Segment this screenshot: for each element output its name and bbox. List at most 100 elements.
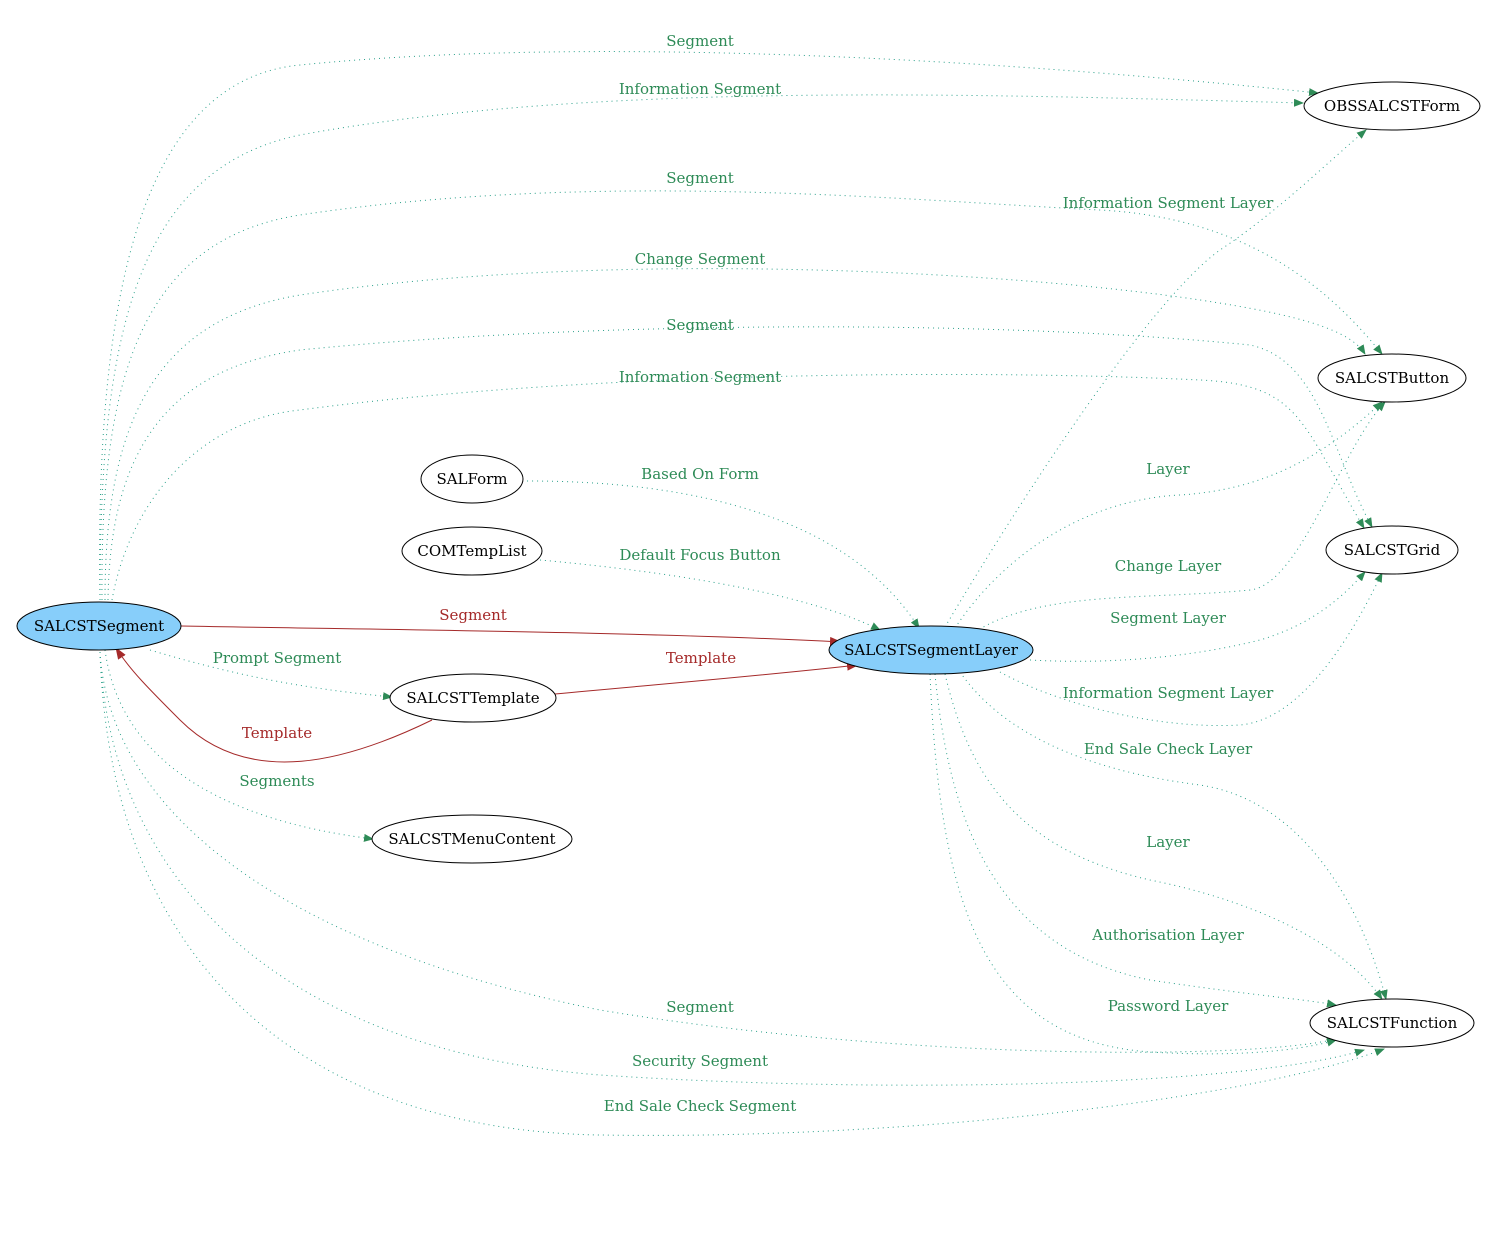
node-label: SALCSTMenuContent — [388, 830, 555, 848]
node-grid[interactable]: SALCSTGrid — [1325, 525, 1459, 575]
edge-label: Layer — [1146, 833, 1190, 851]
edge-segment-to-layer: Segment — [180, 606, 842, 646]
edge-line — [944, 673, 1383, 1000]
edge-segment-to-template: Prompt Segment — [149, 649, 393, 701]
node-label: COMTempList — [417, 542, 526, 560]
edge-label: Segments — [239, 772, 314, 790]
edge-line — [99, 651, 1337, 1053]
edge-template-to-layer: Template — [554, 649, 859, 695]
node-menu[interactable]: SALCSTMenuContent — [371, 814, 573, 864]
edge-layer-to-function: Password Layer — [929, 673, 1337, 1055]
edge-label: End Sale Check Segment — [604, 1097, 796, 1115]
edge-layer-to-function: Layer — [944, 673, 1383, 1000]
edge-layer-to-button: Change Layer — [974, 401, 1386, 633]
edge-layer-to-function: End Sale Check Layer — [959, 671, 1388, 1000]
edge-layer-to-button: Layer — [954, 401, 1383, 629]
edge-label: Segment — [666, 169, 734, 187]
node-ellipse[interactable] — [16, 601, 182, 651]
edge-line — [954, 401, 1383, 629]
edge-line — [101, 190, 1383, 601]
edge-label: Segment — [666, 998, 734, 1016]
edge-label: End Sale Check Layer — [1084, 740, 1253, 758]
edge-line — [999, 572, 1383, 727]
node-label: SALCSTTemplate — [406, 689, 539, 707]
edge-label: Information Segment — [619, 80, 781, 98]
edge-label: Segment Layer — [1110, 609, 1227, 627]
node-ellipse[interactable] — [1325, 525, 1459, 575]
node-ellipse[interactable] — [1303, 81, 1481, 131]
edge-label: Segment — [439, 606, 507, 624]
nodes-layer: SALCSTSegmentSALCSTSegmentLayerSALCSTTem… — [16, 81, 1481, 1048]
node-ellipse[interactable] — [389, 673, 557, 723]
node-ellipse[interactable] — [1317, 353, 1467, 403]
edge-segment-to-button: Segment — [101, 169, 1383, 601]
edge-label: Security Segment — [632, 1052, 768, 1070]
node-function[interactable]: SALCSTFunction — [1309, 998, 1475, 1048]
node-label: SALForm — [436, 470, 507, 488]
node-ellipse[interactable] — [828, 625, 1034, 675]
edge-template-to-segment: Template — [115, 647, 433, 763]
edge-line — [115, 647, 433, 763]
edge-layer-to-function: Authorisation Layer — [934, 673, 1337, 1008]
edge-label: Default Focus Button — [619, 546, 781, 564]
edge-segment-to-function: End Sale Check Segment — [99, 651, 1385, 1136]
edge-line — [180, 625, 842, 646]
edge-label: Template — [666, 649, 736, 667]
edge-line — [1029, 571, 1366, 662]
edge-label: Information Segment — [619, 368, 781, 386]
node-button[interactable]: SALCSTButton — [1317, 353, 1467, 403]
edge-layer-to-obsform: Information Segment Layer — [944, 129, 1367, 628]
edge-label: Information Segment Layer — [1063, 684, 1274, 702]
edge-segment-to-function: Segment — [99, 651, 1337, 1053]
node-salform[interactable]: SALForm — [420, 454, 524, 504]
edge-line — [974, 401, 1386, 633]
edge-label: Authorisation Layer — [1091, 926, 1244, 944]
edge-line — [149, 649, 393, 701]
node-ellipse[interactable] — [371, 814, 573, 864]
node-comtemp[interactable]: COMTempList — [401, 526, 543, 576]
edge-line — [111, 373, 1365, 601]
edge-segment-to-function: Security Segment — [99, 651, 1365, 1086]
node-template[interactable]: SALCSTTemplate — [389, 673, 557, 723]
edge-segment-to-grid: Information Segment — [111, 368, 1365, 601]
node-segment[interactable]: SALCSTSegment — [16, 601, 182, 651]
edge-segment-to-obsform: Segment — [99, 32, 1319, 601]
node-ellipse[interactable] — [401, 526, 543, 576]
node-label: SALCSTButton — [1335, 369, 1450, 387]
edge-segment-to-obsform: Information Segment — [99, 80, 1304, 601]
node-label: SALCSTSegment — [34, 617, 164, 635]
edge-salform-to-layer: Based On Form — [521, 465, 920, 629]
edge-segment-to-button: Change Segment — [104, 250, 1366, 601]
edge-layer-to-grid: Information Segment Layer — [999, 572, 1383, 727]
edge-label: Segment — [666, 316, 734, 334]
node-label: SALCSTGrid — [1344, 541, 1441, 559]
edge-line — [99, 651, 1385, 1136]
edge-label: Prompt Segment — [213, 649, 341, 667]
edge-label: Change Layer — [1115, 557, 1222, 575]
node-label: SALCSTSegmentLayer — [844, 641, 1019, 659]
edge-label: Segment — [666, 32, 734, 50]
edge-comtemp-to-layer: Default Focus Button — [539, 546, 881, 631]
edge-line — [554, 661, 859, 695]
node-obsform[interactable]: OBSSALCSTForm — [1303, 81, 1481, 131]
edge-label: Information Segment Layer — [1063, 194, 1274, 212]
edge-label: Change Segment — [635, 250, 766, 268]
edge-segment-to-menu: Segments — [104, 649, 374, 842]
node-ellipse[interactable] — [1309, 998, 1475, 1048]
node-label: OBSSALCSTForm — [1324, 97, 1460, 115]
edge-line — [104, 649, 374, 842]
edge-label: Layer — [1146, 460, 1190, 478]
node-ellipse[interactable] — [420, 454, 524, 504]
node-label: SALCSTFunction — [1327, 1014, 1458, 1032]
edge-line — [944, 129, 1367, 628]
edge-label: Password Layer — [1108, 997, 1229, 1015]
edge-label: Template — [242, 724, 312, 742]
edge-label: Based On Form — [641, 465, 759, 483]
node-layer[interactable]: SALCSTSegmentLayer — [828, 625, 1034, 675]
edge-line — [539, 559, 881, 631]
edge-line — [934, 673, 1337, 1008]
edge-segment-to-grid: Segment — [107, 316, 1373, 601]
